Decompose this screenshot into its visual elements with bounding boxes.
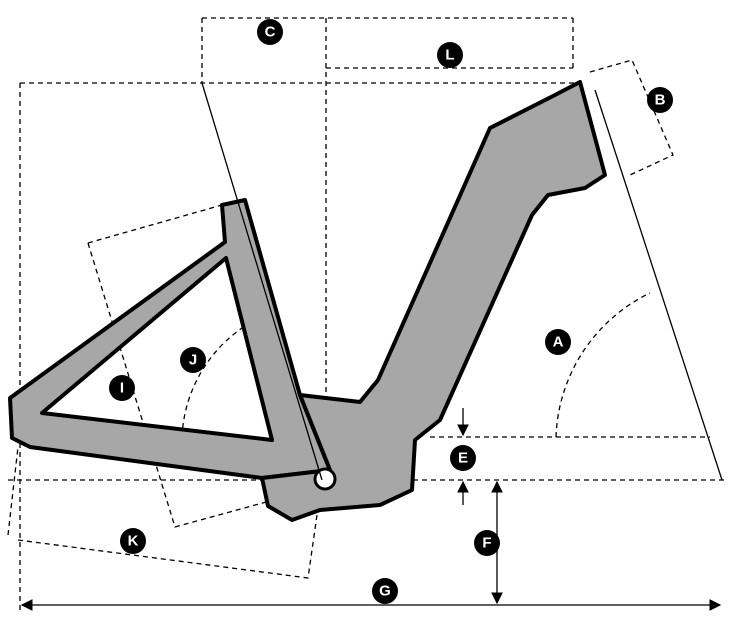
k-box xyxy=(17,479,323,579)
main-frame xyxy=(260,80,607,522)
svg-text:G: G xyxy=(379,583,391,600)
svg-text:I: I xyxy=(120,380,124,397)
label-l: L xyxy=(437,42,463,68)
label-b: B xyxy=(647,87,673,113)
svg-text:A: A xyxy=(553,334,564,351)
label-k: K xyxy=(120,528,146,554)
svg-text:L: L xyxy=(445,47,454,64)
i-box-top xyxy=(87,204,223,244)
b-box xyxy=(589,59,674,176)
head-tube-line xyxy=(594,89,723,481)
bike-frame xyxy=(8,80,607,522)
label-f: F xyxy=(474,530,500,556)
rear-triangle xyxy=(8,198,332,480)
label-a: A xyxy=(545,329,571,355)
svg-text:B: B xyxy=(655,92,666,109)
label-g: G xyxy=(372,578,398,604)
svg-text:E: E xyxy=(458,450,468,467)
a-arc xyxy=(555,292,651,438)
label-i: I xyxy=(109,375,135,401)
svg-text:F: F xyxy=(482,535,491,552)
seat-tube-line xyxy=(201,82,323,481)
label-j: J xyxy=(180,347,206,373)
label-c: C xyxy=(257,19,283,45)
bottom-bracket xyxy=(313,467,337,491)
j-arc xyxy=(181,312,271,438)
label-e: E xyxy=(450,445,476,471)
k-box-left xyxy=(7,446,19,536)
reference-lines xyxy=(7,17,725,612)
svg-text:J: J xyxy=(189,352,197,369)
svg-text:C: C xyxy=(265,24,276,41)
svg-text:K: K xyxy=(128,533,139,550)
